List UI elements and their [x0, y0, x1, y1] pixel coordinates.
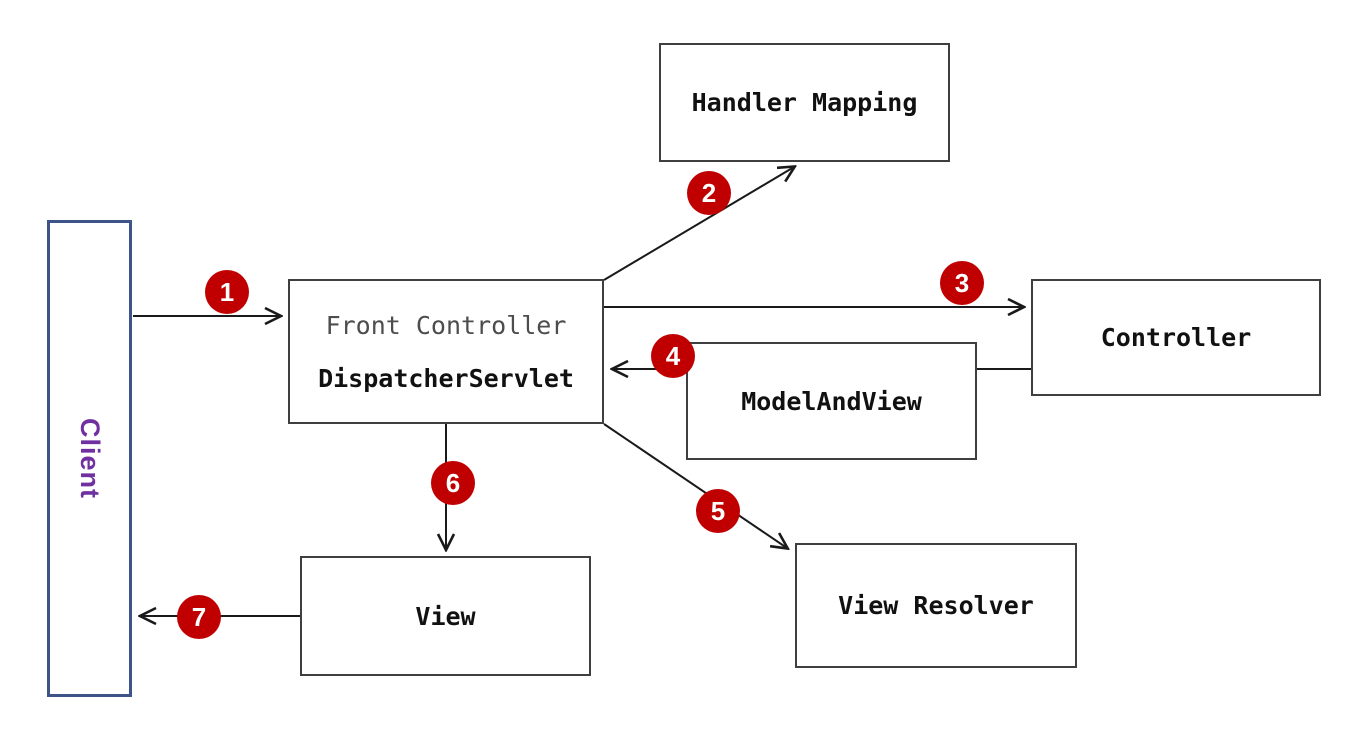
model-and-view-label: ModelAndView	[741, 386, 922, 416]
view-resolver-box: View Resolver	[795, 543, 1077, 668]
step-badge-7: 7	[177, 595, 221, 639]
handler-mapping-box: Handler Mapping	[659, 43, 950, 162]
controller-box: Controller	[1031, 279, 1321, 396]
step-badge-6: 6	[431, 461, 475, 505]
model-and-view-box: ModelAndView	[686, 342, 977, 460]
controller-label: Controller	[1100, 323, 1252, 352]
front-controller-label: Front Controller	[325, 310, 567, 340]
client-box: Client	[47, 220, 132, 697]
client-label: Client	[75, 417, 105, 499]
dispatcher-servlet-label: DispatcherServlet	[318, 363, 574, 393]
view-box: View	[300, 556, 591, 676]
step-badge-2: 2	[687, 171, 731, 215]
step-badge-1: 1	[205, 270, 249, 314]
view-label: View	[415, 601, 476, 631]
dispatcher-servlet-box: Front Controller DispatcherServlet	[288, 279, 604, 424]
step-badge-4: 4	[651, 334, 695, 378]
arrow-2-dispatcher-to-handler-mapping	[603, 167, 794, 281]
handler-mapping-label: Handler Mapping	[691, 88, 918, 117]
arrow-5-dispatcher-to-view-resolver	[603, 423, 787, 548]
view-resolver-label: View Resolver	[838, 591, 1034, 620]
step-badge-5: 5	[696, 489, 740, 533]
step-badge-3: 3	[940, 261, 984, 305]
